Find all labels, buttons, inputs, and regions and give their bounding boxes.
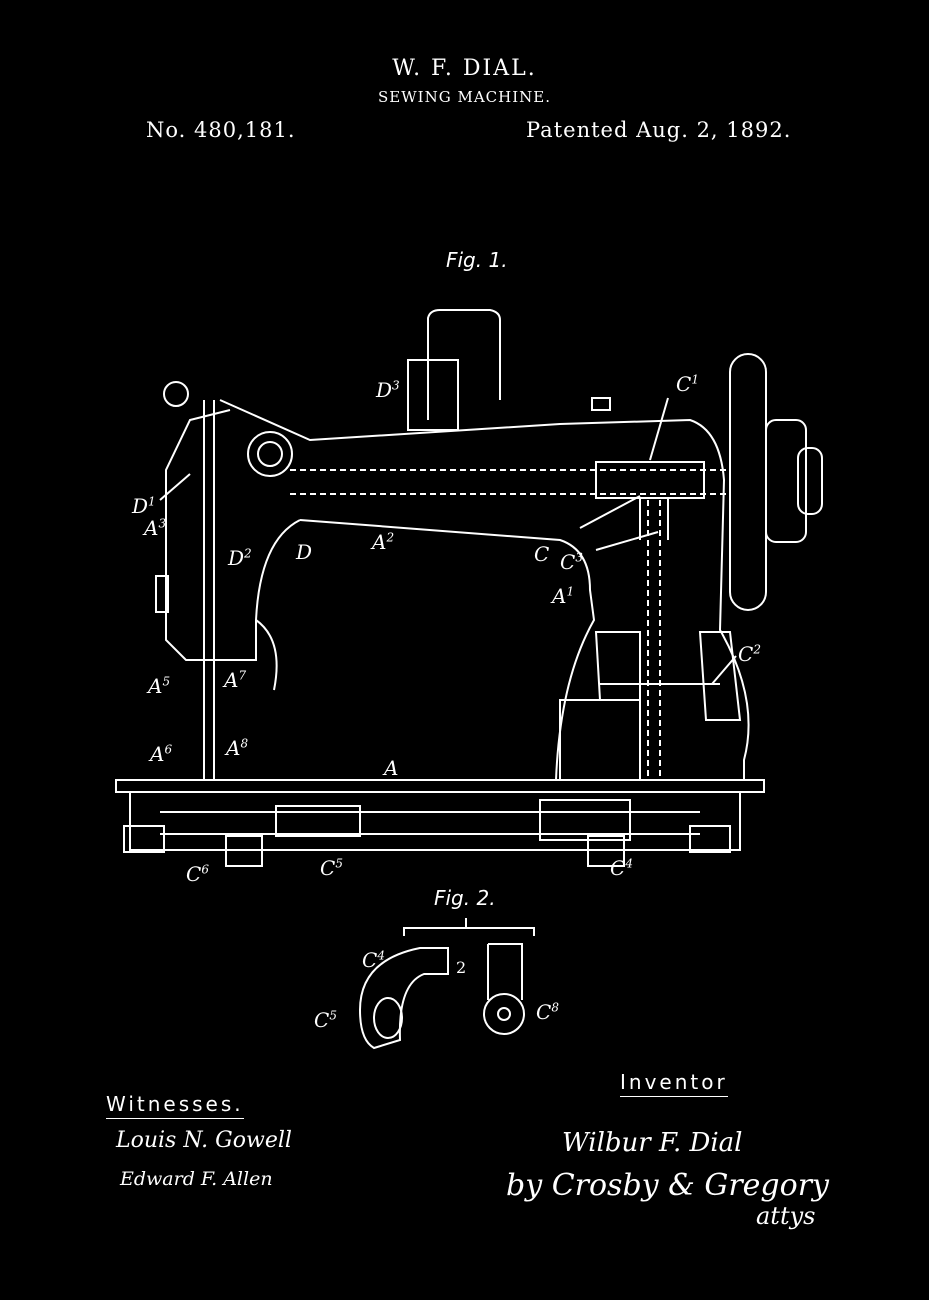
ref-label-a7: A7 [224, 668, 247, 692]
thread-wire [255, 619, 278, 691]
machine-arm-bottom [299, 519, 596, 781]
figure-2-label: Fig. 2. [434, 886, 496, 910]
ref-label-a5: A5 [148, 674, 171, 698]
ref-label-c1: C1 [676, 372, 699, 396]
shaft-block-left [275, 805, 361, 837]
fig2-label-c5: C5 [314, 1008, 337, 1032]
left-cap [123, 825, 165, 853]
inventor-heading: Inventor [620, 1070, 728, 1097]
inventor-name: W. F. DIAL. [392, 56, 537, 81]
witness-signature-2: Edward F. Allen [120, 1168, 273, 1190]
fig2-label-c4: C4 [362, 948, 385, 972]
ref-label-c4: C4 [610, 856, 633, 880]
machine-head [165, 409, 301, 661]
patent-subject: SEWING MACHINE. [378, 88, 551, 106]
ref-label-c3: C3 [560, 550, 583, 574]
fig2-hook [358, 947, 449, 1050]
crank-block [595, 461, 705, 499]
witnesses-heading: Witnesses. [106, 1092, 244, 1119]
tension-screw [155, 575, 169, 613]
attorney-signature: by Crosby & Gregory [506, 1168, 829, 1203]
spool-holder [427, 309, 501, 420]
top-knob [591, 397, 611, 411]
ref-label-a2: A2 [372, 530, 395, 554]
inventor-signature: Wilbur F. Dial [562, 1128, 743, 1158]
ref-label-c2: C2 [738, 642, 761, 666]
handwheel [729, 353, 767, 611]
fig2-bracket [403, 927, 535, 936]
ref-label-c6: C6 [186, 862, 209, 886]
base-underside [129, 792, 741, 851]
arm-hole [247, 431, 293, 477]
ref-label-a1: A1 [552, 584, 575, 608]
fig2-disk [483, 993, 525, 1035]
fig2-label-2: 2 [456, 958, 467, 977]
lower-bracket-right [587, 835, 625, 867]
witness-signature-1: Louis N. Gowell [116, 1128, 292, 1153]
label-plate [407, 359, 459, 431]
pillar-base [559, 699, 641, 781]
ref-label-d2: D2 [228, 546, 252, 570]
ref-label-d3: D3 [376, 378, 400, 402]
shaft-block-right [539, 799, 631, 841]
thread-take-up [163, 381, 189, 407]
ref-label-d1: D1 [132, 494, 156, 518]
ref-label-a: A [384, 756, 399, 780]
handwheel-pulley [765, 419, 807, 543]
ref-label-d: D [296, 540, 313, 564]
patent-number: No. 480,181. [146, 118, 296, 142]
ref-label-c: C [534, 542, 550, 566]
machine-arm-top [219, 399, 750, 780]
fig2-label-c8: C8 [536, 1000, 559, 1024]
ref-label-a3: A3 [144, 516, 167, 540]
patent-date: Patented Aug. 2, 1892. [526, 118, 792, 142]
figure-1-label: Fig. 1. [446, 248, 508, 272]
ref-label-a8: A8 [226, 736, 249, 760]
lower-bracket-left [225, 835, 263, 867]
fig2-lever [488, 943, 523, 1000]
right-cap [689, 825, 731, 853]
attorney-suffix: attys [756, 1202, 816, 1230]
base-plate [115, 779, 765, 793]
ref-label-c5: C5 [320, 856, 343, 880]
handwheel-knob [797, 447, 823, 515]
ref-label-a6: A6 [150, 742, 173, 766]
